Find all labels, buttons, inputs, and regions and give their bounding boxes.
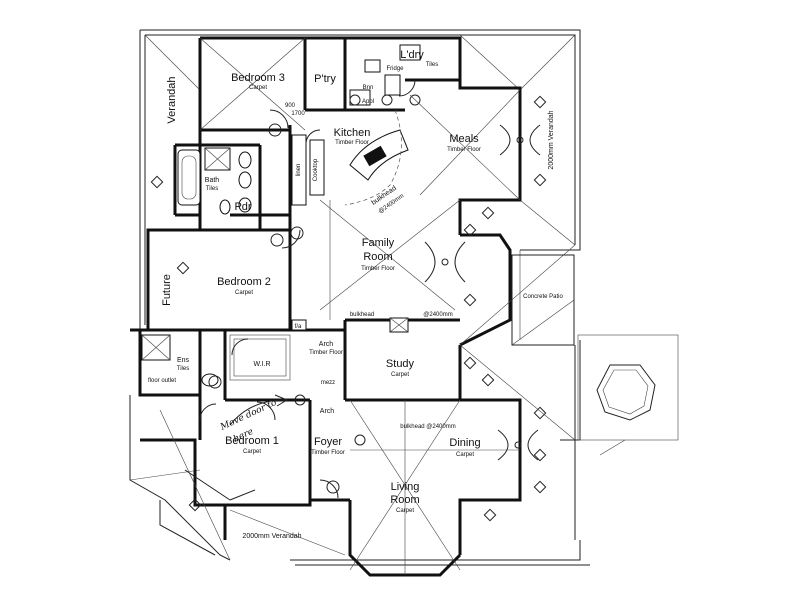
room-ptry-name: P'try bbox=[314, 73, 336, 85]
ceiling-fans bbox=[424, 124, 541, 461]
room-bedroom2-name: Bedroom 2 bbox=[217, 276, 271, 288]
room-kitchen-finish: Timber Floor bbox=[335, 140, 369, 146]
room-arch1-name: Arch bbox=[319, 341, 334, 348]
fixtures bbox=[141, 44, 421, 387]
room-ens-name: Ens bbox=[177, 357, 190, 364]
concrete-patio bbox=[511, 254, 575, 346]
dim-900-label: 900 bbox=[285, 103, 296, 109]
room-foyer-name: Foyer bbox=[314, 436, 342, 448]
verandah-left-label: Verandah bbox=[166, 76, 178, 123]
room-bath-finish: Tiles bbox=[206, 186, 218, 192]
bnn-label: Bnn bbox=[363, 85, 374, 91]
bulkhead-family-label: bulkhead bbox=[350, 312, 374, 318]
room-meals-name: Meals bbox=[449, 133, 479, 145]
bulkhead-family-height: @2400mm bbox=[423, 312, 452, 318]
room-bath-name: Bath bbox=[205, 177, 220, 184]
room-family-name2: Room bbox=[363, 251, 392, 263]
room-kitchen-name: Kitchen bbox=[334, 127, 371, 139]
linen-label: linen bbox=[296, 164, 302, 177]
room-foyer-finish: Timber Floor bbox=[311, 450, 345, 456]
room-living-name: Living bbox=[391, 481, 420, 493]
room-dining-name: Dining bbox=[449, 437, 480, 449]
mezz-label: mezz bbox=[321, 380, 335, 386]
room-arch1-finish: Timber Floor bbox=[309, 350, 343, 356]
room-arch2-name: Arch bbox=[320, 408, 335, 415]
verandah-bottom-label: 2000mm Verandah bbox=[242, 533, 301, 540]
room-study-name: Study bbox=[386, 358, 415, 370]
room-dining-finish: Carpet bbox=[456, 452, 474, 458]
ceiling-fan-icon bbox=[424, 241, 466, 283]
cooktop-label: Cooktop bbox=[313, 158, 319, 181]
room-ens-finish: Tiles bbox=[177, 366, 189, 372]
room-meals-finish: Timber Floor bbox=[447, 147, 481, 153]
dim-1700-label: 1700 bbox=[291, 111, 305, 117]
concrete-patio-label: Concrete Patio bbox=[523, 294, 563, 300]
room-wir-name: W.I.R bbox=[253, 361, 270, 368]
room-bedroom3-name: Bedroom 3 bbox=[231, 72, 285, 84]
room-living-finish: Carpet bbox=[396, 508, 414, 514]
room-labels: Bedroom 3 Carpet P'try L'dry Tiles Kitch… bbox=[161, 49, 481, 514]
room-family-name: Family bbox=[362, 237, 395, 249]
room-bedroom3-finish: Carpet bbox=[249, 85, 267, 91]
walls bbox=[130, 36, 522, 577]
verandah-right-label: 2000mm Verandah bbox=[548, 110, 555, 169]
room-family-finish: Timber Floor bbox=[361, 266, 395, 272]
bulkhead-living-label: bulkhead @2400mm bbox=[400, 424, 455, 430]
ceiling-fan-icon bbox=[497, 429, 539, 461]
floor-outlet-label: floor outlet bbox=[148, 378, 176, 384]
ceiling-fan-icon bbox=[499, 124, 541, 156]
room-ldry-name: L'dry bbox=[400, 49, 424, 61]
room-study-finish: Carpet bbox=[391, 372, 409, 378]
room-bedroom1-finish: Carpet bbox=[243, 449, 261, 455]
room-bedroom2-finish: Carpet bbox=[235, 290, 253, 296]
room-bedroom1-name: Bedroom 1 bbox=[225, 435, 279, 447]
roof-outline bbox=[129, 29, 590, 566]
handwritten-note bbox=[184, 394, 289, 501]
fridge-label: Fridge bbox=[386, 66, 404, 72]
fa-label: f/a bbox=[295, 324, 302, 330]
room-future-name: Future bbox=[161, 274, 173, 306]
room-pdr-name: Pdr bbox=[234, 201, 251, 213]
appl-label: Appl bbox=[362, 99, 374, 105]
room-ldry-finish: Tiles bbox=[426, 62, 438, 68]
doors bbox=[199, 79, 416, 499]
ceiling-lines bbox=[159, 37, 576, 575]
room-living-name2: Room bbox=[390, 494, 419, 506]
gazebo bbox=[577, 334, 679, 456]
light-fittings bbox=[150, 94, 547, 522]
